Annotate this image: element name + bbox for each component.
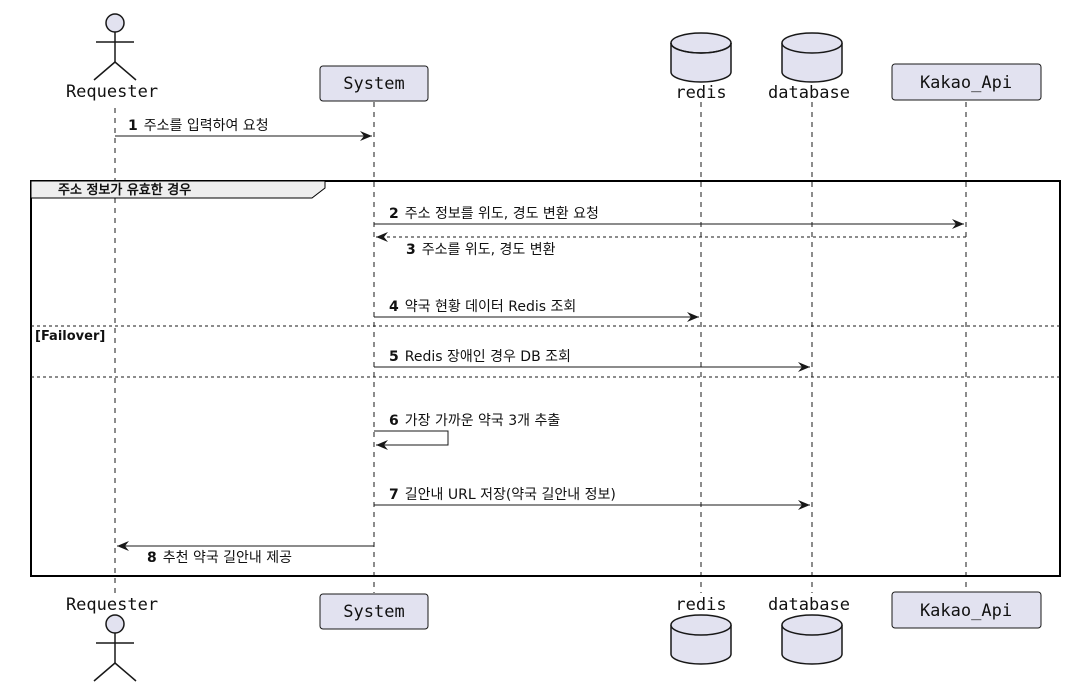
message-text: 약국 현황 데이터 Redis 조회 [405,299,577,315]
participant-redis-bottom: redis [670,595,732,665]
participant-label: database [768,83,850,103]
participant-label: Requester [66,595,158,615]
message-text: Redis 장애인 경우 DB 조회 [405,349,571,365]
message-text: 길안내 URL 저장(약국 길안내 정보) [405,487,616,503]
message-4: 4 약국 현황 데이터 Redis 조회 [374,299,699,322]
message-2: 2 주소 정보를 위도, 경도 변환 요청 [374,206,964,229]
database-icon [781,614,843,665]
svg-text:4약국 현황 데이터 Redis 조회: 4 약국 현황 데이터 Redis 조회 [389,299,576,315]
message-number: 1 [128,118,138,134]
else-label: [Failover] [35,329,105,344]
actor-icon [93,614,137,682]
participant-label: Requester [66,82,158,102]
message-text: 주소를 위도, 경도 변환 [422,242,556,258]
participant-label: redis [675,83,726,103]
group-label: 주소 정보가 유효한 경우 [58,182,191,198]
participant-system-bottom: System [319,593,429,630]
participant-database-top: database [768,32,850,103]
message-5: 5 Redis 장애인 경우 DB 조회 [374,349,810,372]
message-number: 3 [406,242,416,258]
participant-label: Kakao_Api [920,601,1012,621]
message-text: 가장 가까운 약국 3개 추출 [405,413,561,429]
message-number: 6 [389,413,399,429]
message-number: 5 [389,349,399,365]
message-6: 6 가장 가까운 약국 3개 추출 [374,413,560,450]
svg-text:2주소 정보를 위도, 경도 변환 요청: 2 주소 정보를 위도, 경도 변환 요청 [389,206,599,222]
message-1: 1 주소를 입력하여 요청 [115,118,372,141]
participant-database-bottom: database [768,595,850,665]
alt-group: 주소 정보가 유효한 경우 [Failover] [30,180,1061,577]
participant-system-top: System [319,65,429,102]
message-7: 7 길안내 URL 저장(약국 길안내 정보) [374,487,810,510]
participant-requester-top: Requester [66,13,158,102]
participant-label: redis [675,595,726,615]
message-text: 주소 정보를 위도, 경도 변환 요청 [405,206,599,222]
participant-label: database [768,595,850,615]
participant-kakao-bottom: Kakao_Api [891,591,1042,629]
message-text: 추천 약국 길안내 제공 [163,550,292,566]
database-icon [781,32,843,83]
participant-label: Kakao_Api [920,73,1012,93]
message-text: 주소를 입력하여 요청 [144,118,269,134]
message-number: 8 [147,550,157,566]
message-number: 7 [389,487,399,503]
svg-text:8추천 약국 길안내 제공: 8 추천 약국 길안내 제공 [147,550,292,566]
message-3: 3 주소를 위도, 경도 변환 [376,232,966,258]
participant-kakao-top: Kakao_Api [891,63,1042,101]
actor-icon [93,13,137,81]
message-8: 8 추천 약국 길안내 제공 [117,541,374,566]
participant-label: System [343,602,404,622]
message-number: 2 [389,206,399,222]
participant-label: System [343,74,404,94]
database-icon [670,32,732,83]
participant-redis-top: redis [670,32,732,103]
database-icon [670,614,732,665]
participant-requester-bottom: Requester [66,595,158,682]
svg-text:6가장 가까운 약국 3개 추출: 6 가장 가까운 약국 3개 추출 [389,413,560,429]
message-number: 4 [389,299,399,315]
